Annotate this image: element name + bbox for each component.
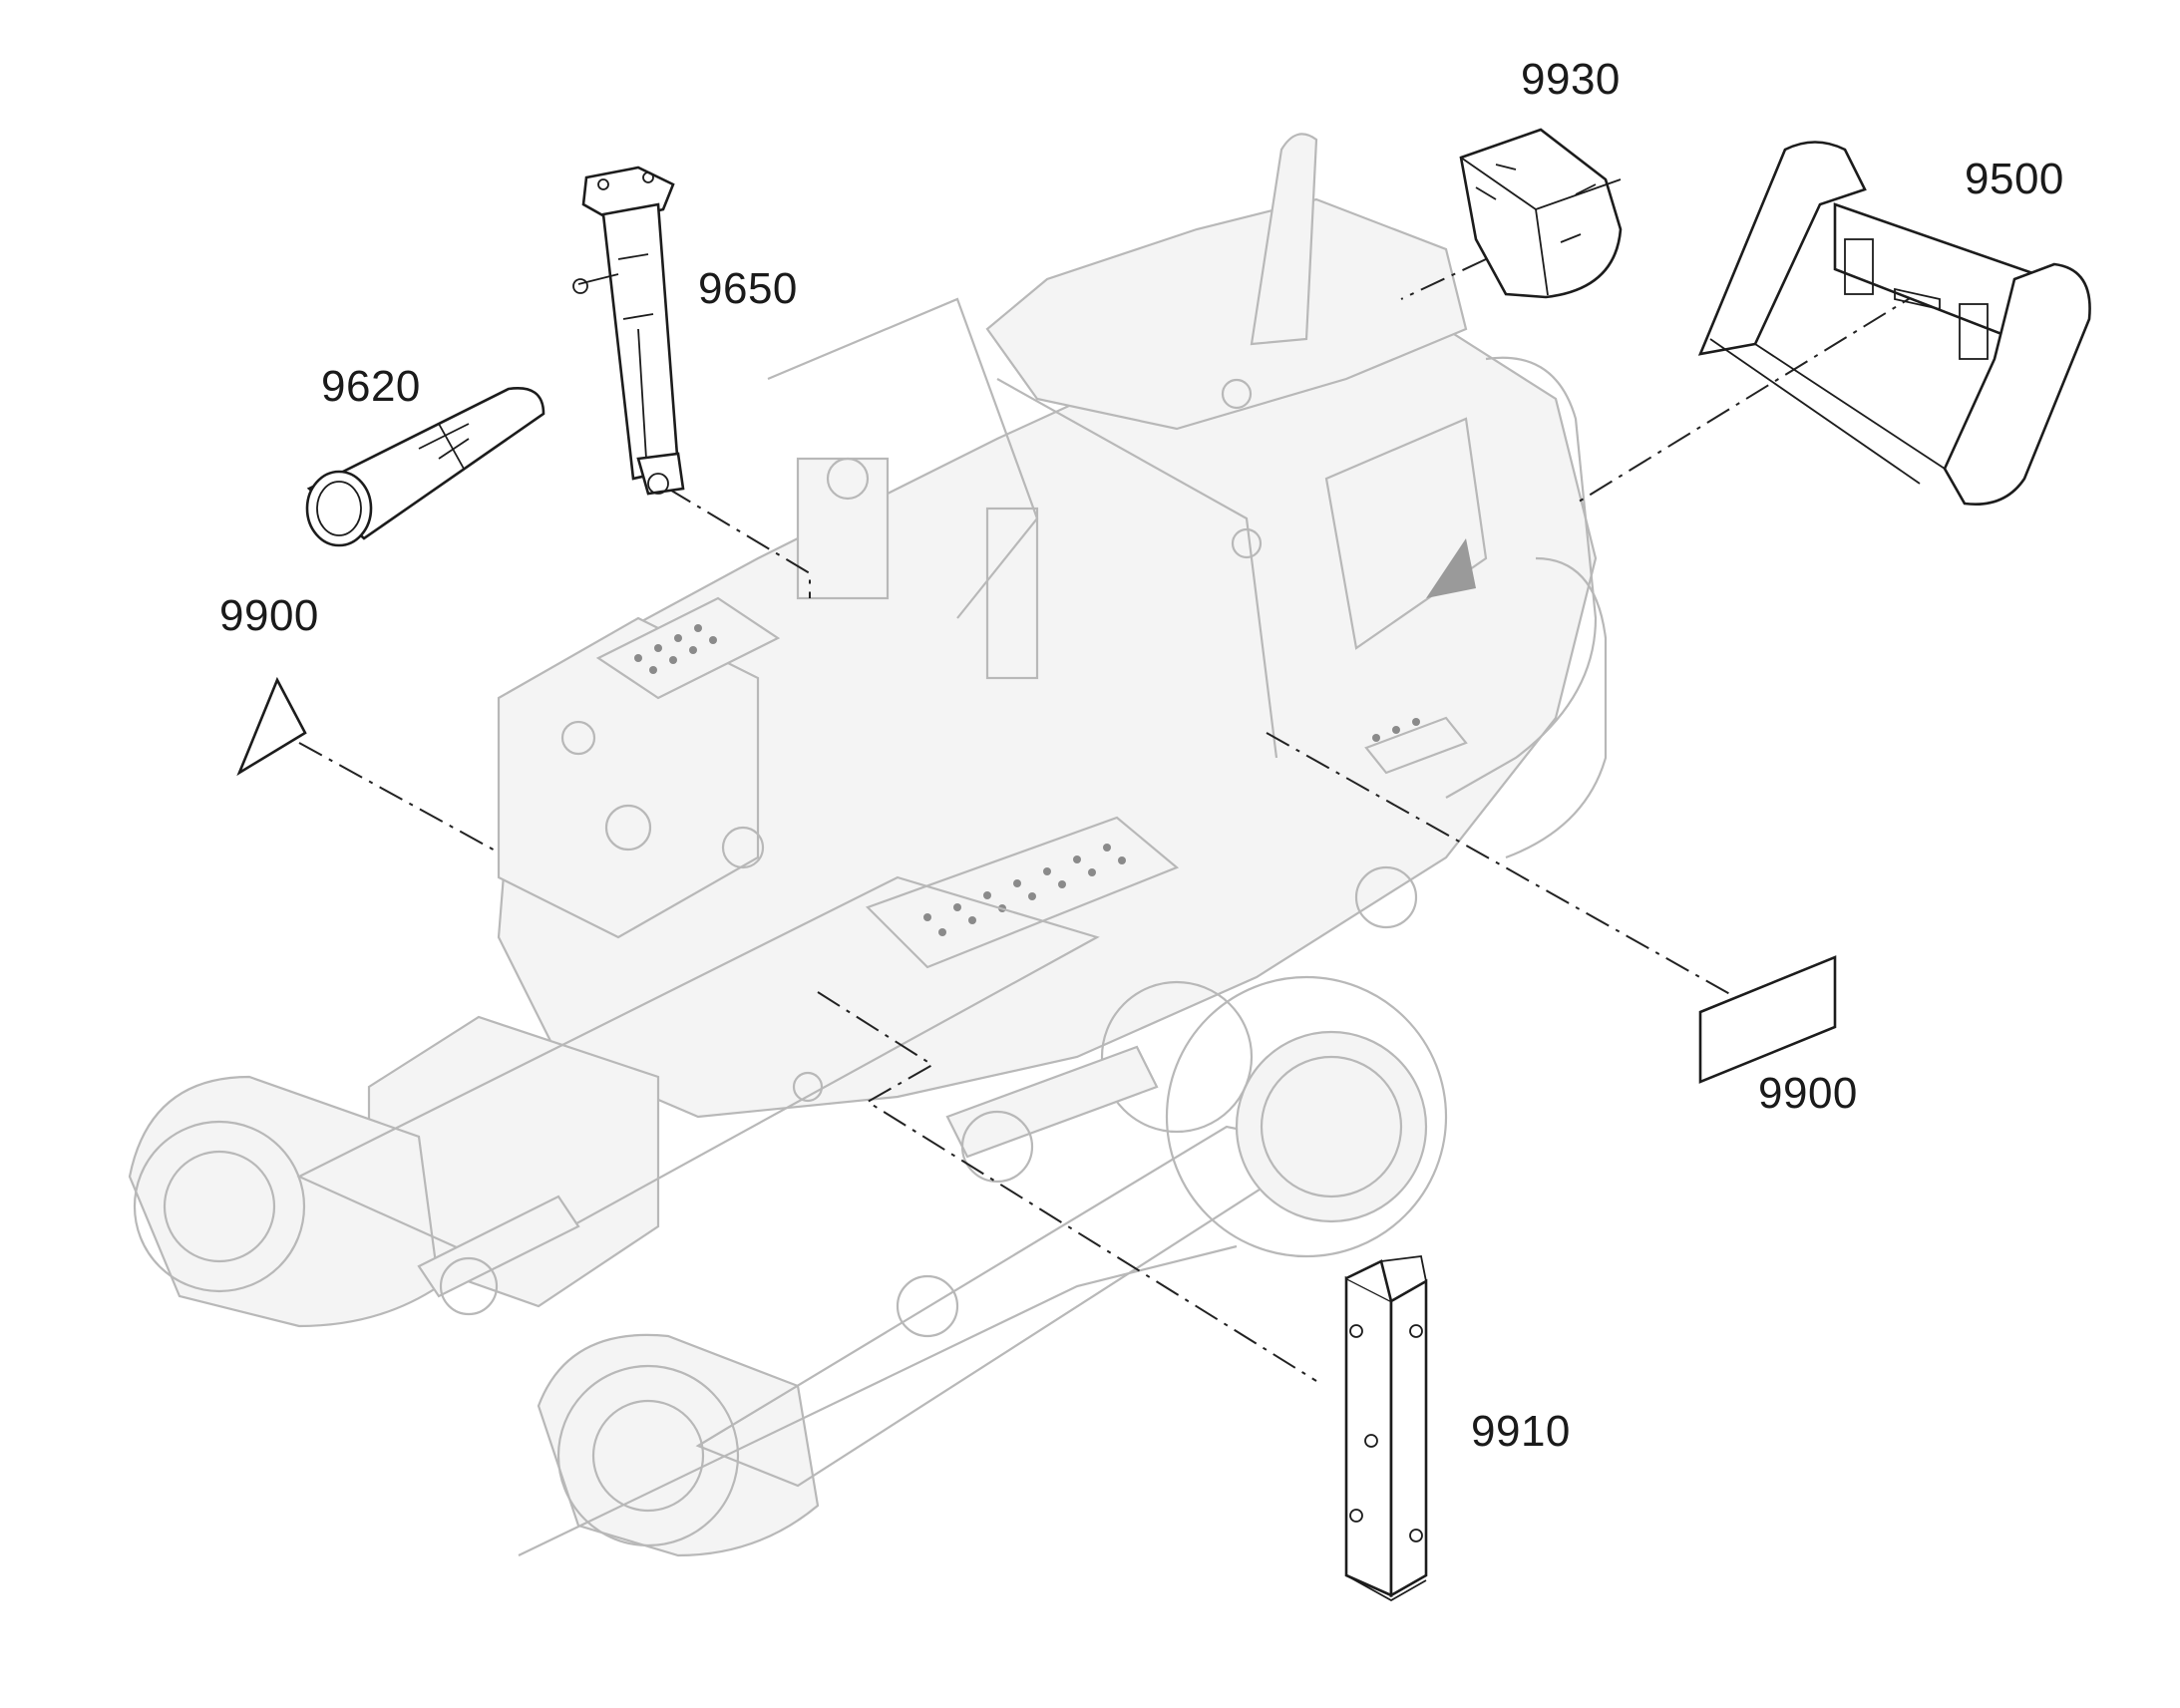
label-9900-left: 9900 bbox=[219, 591, 319, 640]
part-9900-rect-decal bbox=[1698, 955, 1837, 1084]
part-9500-bumper bbox=[1697, 141, 2091, 506]
leader-lines bbox=[298, 258, 1926, 1382]
part-9650-cylinder bbox=[572, 166, 685, 496]
tracked-machine bbox=[128, 133, 1608, 1557]
part-9930-cover bbox=[1459, 128, 1623, 299]
part-9620-documents bbox=[305, 386, 545, 547]
leader-9500 bbox=[1575, 288, 1926, 505]
label-9910: 9910 bbox=[1471, 1407, 1571, 1456]
leader-9900-right bbox=[1266, 732, 1736, 998]
label-9650: 9650 bbox=[698, 264, 798, 313]
leader-9650 bbox=[667, 488, 811, 598]
label-9930: 9930 bbox=[1521, 55, 1621, 104]
label-9500: 9500 bbox=[1965, 155, 2064, 203]
part-9910-bracket bbox=[1344, 1255, 1428, 1602]
leader-9910 bbox=[817, 991, 1317, 1382]
part-9900-triangle-decal bbox=[236, 676, 307, 777]
label-9900-right: 9900 bbox=[1758, 1069, 1858, 1118]
leader-9930 bbox=[1400, 258, 1487, 300]
label-9620: 9620 bbox=[321, 362, 421, 411]
leader-9900-left bbox=[298, 742, 500, 854]
